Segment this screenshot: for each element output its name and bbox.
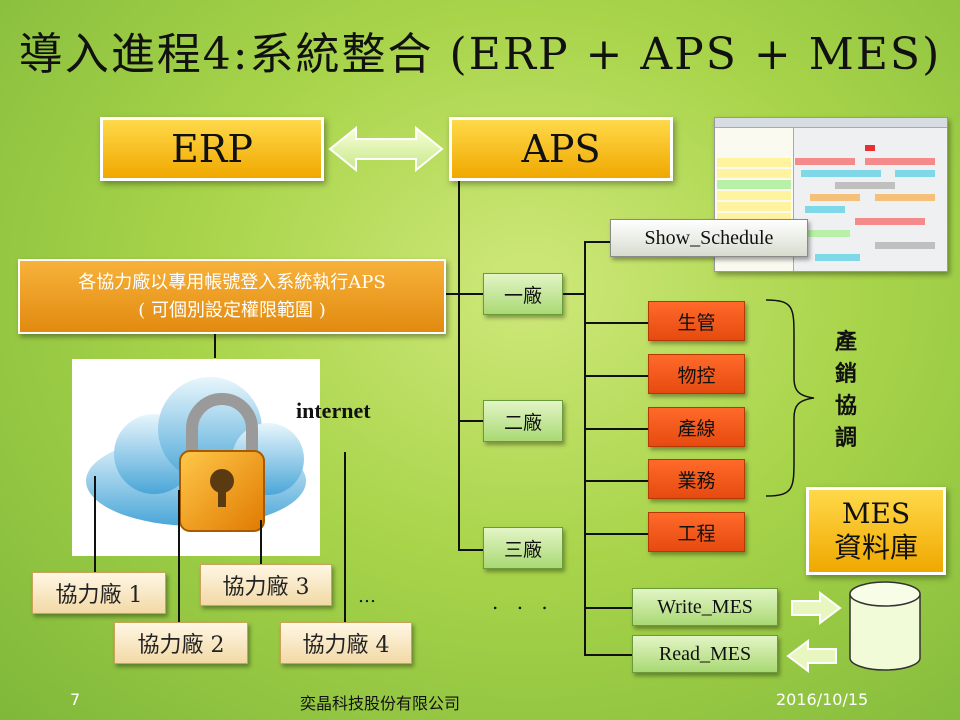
plant-3-box: 三廠 (483, 527, 563, 569)
branch-write-mes-line (584, 607, 632, 609)
partner-factory-box: 協力廠 4 (280, 622, 412, 664)
branch-read-mes-line (584, 654, 632, 656)
coordination-char: 銷 (834, 361, 857, 387)
page-number: 7 (70, 690, 81, 709)
branch-dept3-line (584, 428, 648, 430)
notice-to-plant-line (445, 293, 483, 295)
dept-box: 工程 (648, 512, 745, 552)
double-arrow-icon (328, 125, 444, 173)
partner-factory-box: 協力廠 1 (32, 572, 166, 614)
partner-factory-box: 協力廠 2 (114, 622, 248, 664)
notice-to-cloud-line (214, 334, 216, 358)
erp-box: ERP (100, 117, 324, 181)
company-name: 奕晶科技股份有限公司 (300, 694, 461, 713)
more-factories-ellipsis: … (358, 586, 376, 607)
internet-label: internet (296, 398, 371, 423)
branch-dept4-line (584, 480, 648, 482)
mes-database-box: MES 資料庫 (806, 487, 946, 575)
aps-trunk-line (458, 181, 460, 551)
cloud-to-factory1-line (94, 476, 96, 572)
plant1-trunk-line (584, 241, 586, 655)
branch-dept5-line (584, 533, 648, 535)
show-schedule-box: Show_Schedule (610, 219, 808, 257)
coordination-char: 協 (834, 393, 857, 419)
dept-box: 產線 (648, 407, 745, 447)
partner-factory-box: 協力廠 3 (200, 564, 332, 606)
cloud-lock-image (72, 359, 320, 556)
slide-date: 2016/10/15 (776, 690, 869, 709)
dept-box: 業務 (648, 459, 745, 499)
mes-label: MES (841, 497, 911, 530)
database-cylinder-icon (849, 581, 921, 671)
branch-dept2-line (584, 375, 648, 377)
notice-line-2: ( 可個別設定權限範圍 ) (138, 299, 326, 321)
curly-brace-icon (765, 299, 815, 497)
plant-2-box: 二廠 (483, 400, 563, 442)
coordination-label: 產 銷 協 調 (826, 326, 866, 454)
branch-show-schedule-line (584, 241, 610, 243)
branch-plant2-line (458, 420, 483, 422)
cloud-to-factory2-line (178, 490, 180, 622)
aps-box: APS (449, 117, 673, 181)
coordination-char: 產 (834, 329, 857, 355)
branch-dept1-line (584, 322, 648, 324)
database-label: 資料庫 (833, 531, 918, 564)
more-plants-ellipsis: . . . (492, 590, 554, 614)
internet-to-factory4-line (344, 452, 346, 622)
partner-login-notice: 各協力廠以專用帳號登入系統執行APS ( 可個別設定權限範圍 ) (18, 259, 446, 334)
read-mes-box: Read_MES (632, 635, 778, 673)
notice-line-1: 各協力廠以專用帳號登入系統執行APS (78, 271, 386, 293)
plant1-branch-line (563, 293, 585, 295)
branch-plant3-line (458, 549, 483, 551)
coordination-char: 調 (834, 425, 857, 451)
dept-box: 物控 (648, 354, 745, 394)
cloud-lock-icon (86, 377, 306, 532)
write-mes-box: Write_MES (632, 588, 778, 626)
cloud-to-factory3-line (260, 520, 262, 564)
arrow-right-icon (791, 591, 842, 625)
plant-1-box: 一廠 (483, 273, 563, 315)
dept-box: 生管 (648, 301, 745, 341)
arrow-left-icon (786, 639, 837, 673)
slide-title: 導入進程4:系統整合 (ERP + APS + MES) (18, 29, 942, 80)
